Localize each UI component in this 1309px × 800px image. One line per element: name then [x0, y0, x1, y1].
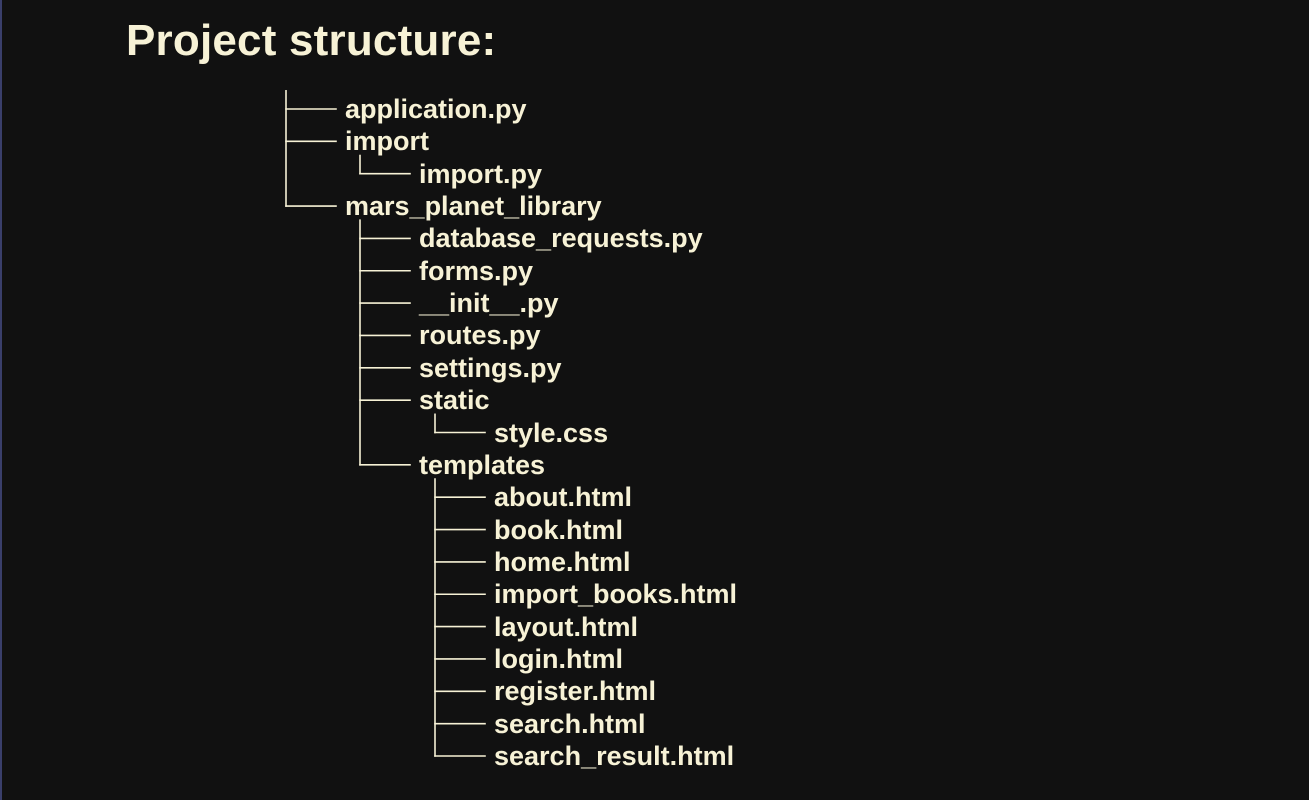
tree-file-label: search_result.html	[494, 741, 735, 771]
tree-file-label: style.css	[494, 417, 609, 448]
tree-file-label: forms.py	[419, 255, 534, 286]
tree-file-label: import.py	[419, 158, 543, 189]
tree-folder-label: mars_planet_library	[345, 191, 602, 222]
tree-file-label: __init__.py	[419, 288, 559, 319]
tree-file-label: settings.py	[419, 352, 562, 383]
tree-folder-label: import	[345, 126, 429, 157]
tree-file-label: register.html	[494, 676, 657, 707]
tree-file-label: database_requests.py	[419, 223, 703, 254]
tree-file-label: layout.html	[494, 611, 639, 642]
tree-file-label: book.html	[494, 514, 623, 545]
tree-folder-label: static	[419, 385, 490, 416]
tree-file-label: import_books.html	[494, 579, 738, 610]
page-title: Project structure:	[126, 16, 497, 65]
tree-file-label: routes.py	[419, 320, 541, 351]
tree-file-label: application.py	[345, 94, 527, 124]
tree-file-label: home.html	[494, 546, 631, 577]
tree-folder-label: templates	[419, 449, 546, 480]
tree-file-label: search.html	[494, 708, 646, 739]
tree-file-label: login.html	[494, 643, 623, 674]
tree-file-label: about.html	[494, 482, 632, 513]
